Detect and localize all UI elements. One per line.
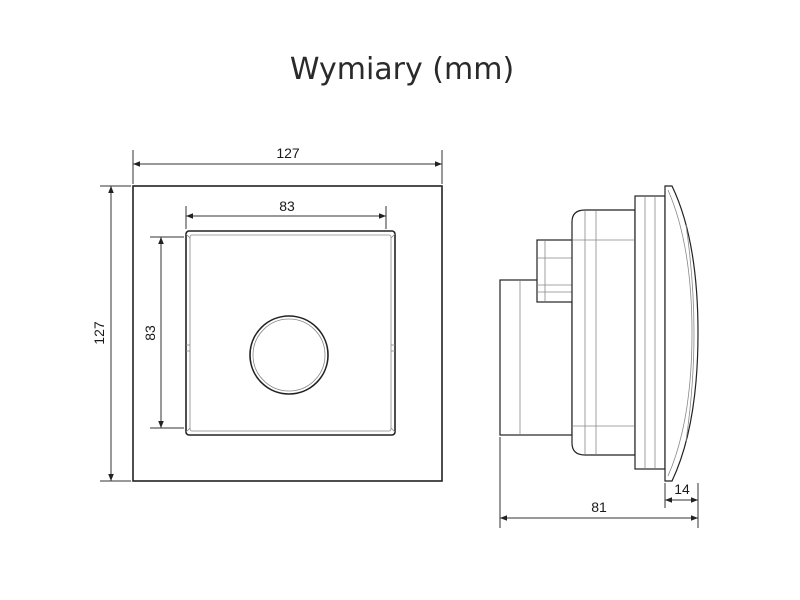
terminal-block bbox=[536, 239, 574, 303]
front-view: 127 127 83 83 bbox=[91, 145, 443, 482]
knob-inner-circle bbox=[252, 318, 326, 392]
knob-circle bbox=[249, 315, 329, 395]
insert-width-label: 83 bbox=[279, 198, 295, 214]
insert-outline bbox=[185, 230, 396, 436]
back-body bbox=[499, 279, 573, 436]
frame-outline bbox=[132, 185, 443, 482]
front-frame bbox=[664, 185, 699, 482]
side-view: 81 14 bbox=[499, 185, 699, 528]
insert-inner-outline bbox=[189, 234, 392, 432]
frame-width-label: 127 bbox=[276, 145, 300, 161]
frame-height-label: 127 bbox=[91, 321, 107, 345]
main-housing bbox=[571, 209, 636, 456]
front-depth-label: 14 bbox=[674, 481, 690, 497]
insert-height-label: 83 bbox=[142, 325, 158, 341]
mounting-plate bbox=[634, 195, 666, 470]
total-depth-label: 81 bbox=[591, 499, 607, 515]
page-title: Wymiary (mm) bbox=[290, 52, 514, 87]
